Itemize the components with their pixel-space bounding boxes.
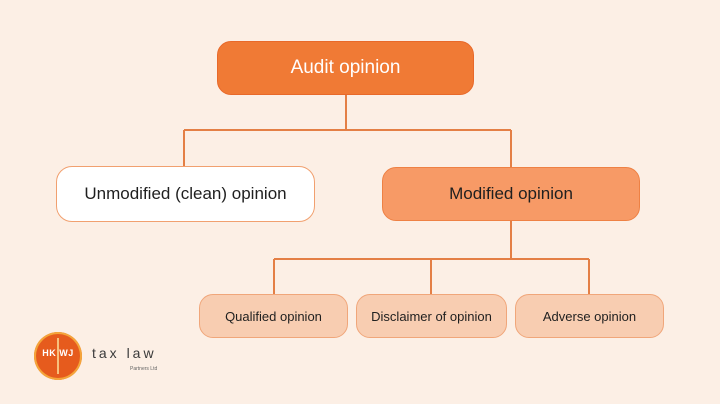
node-qualified-opinion: Qualified opinion [199, 294, 348, 338]
logo-divider [57, 338, 59, 374]
logo-name: tax law [92, 345, 157, 361]
node-audit-opinion: Audit opinion [217, 41, 474, 95]
node-unmodified-opinion: Unmodified (clean) opinion [56, 166, 315, 222]
company-logo: HK WJ tax law Partners Ltd [34, 332, 194, 382]
node-modified-opinion: Modified opinion [382, 167, 640, 221]
logo-emblem: HK WJ [34, 332, 82, 380]
logo-subtitle: Partners Ltd [130, 366, 158, 372]
logo-monogram: HK WJ [42, 348, 74, 358]
node-disclaimer-of-opinion: Disclaimer of opinion [356, 294, 507, 338]
node-adverse-opinion: Adverse opinion [515, 294, 664, 338]
